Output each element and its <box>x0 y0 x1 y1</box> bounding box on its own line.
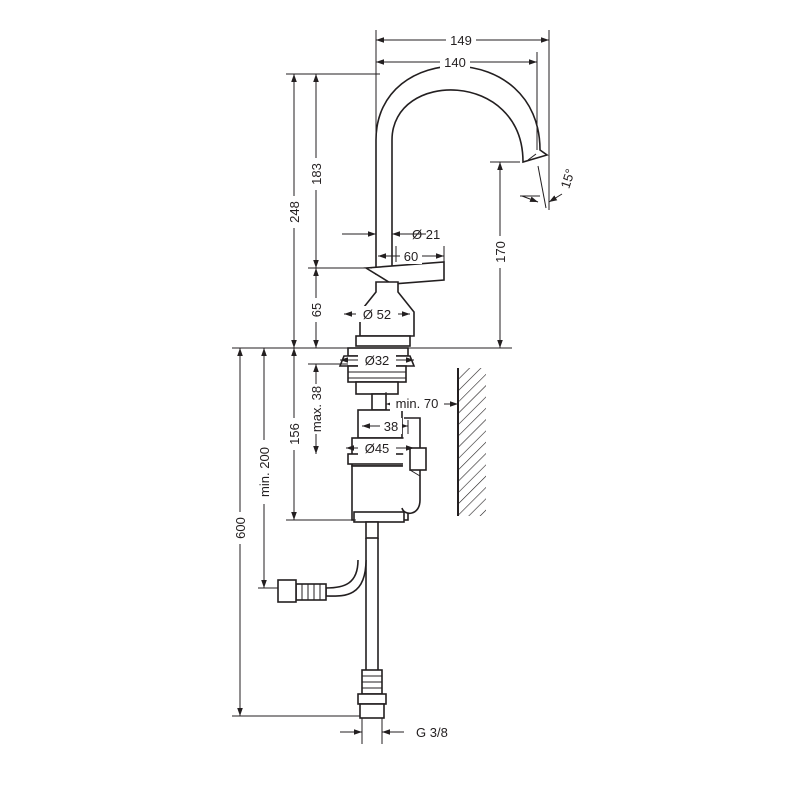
label-65: 65 <box>309 303 324 317</box>
under-counter-assembly <box>338 347 427 523</box>
dim-248: 248 <box>286 74 302 348</box>
label-min70: min. 70 <box>396 396 439 411</box>
dim-45: Ø45 <box>346 440 414 456</box>
dim-149: 149 <box>376 32 549 48</box>
label-max38: max. 38 <box>309 386 324 432</box>
dim-170: 170 <box>492 162 508 348</box>
dim-g38: G 3/8 <box>340 725 448 740</box>
label-15deg: 15° <box>558 167 578 190</box>
label-170: 170 <box>493 241 508 263</box>
dim-52: Ø 52 <box>344 306 410 322</box>
label-21: Ø 21 <box>412 227 440 242</box>
label-g38: G 3/8 <box>416 725 448 740</box>
label-min200: min. 200 <box>257 447 272 497</box>
supply-hoses <box>277 521 387 719</box>
dim-65: 65 <box>308 268 324 348</box>
label-149: 149 <box>450 33 472 48</box>
label-156: 156 <box>287 423 302 445</box>
dim-183: 183 <box>308 74 324 268</box>
dim-140: 140 <box>376 54 537 70</box>
label-60: 60 <box>404 249 418 264</box>
dim-15deg: 15° <box>521 165 578 209</box>
dim-max38: max. 38 <box>308 364 324 454</box>
dim-min70: min. 70 <box>386 395 458 411</box>
label-32: Ø32 <box>365 353 390 368</box>
dim-156: 156 <box>286 348 302 520</box>
wall <box>457 368 486 516</box>
label-140: 140 <box>444 55 466 70</box>
label-52: Ø 52 <box>363 307 391 322</box>
dim-38: 38 <box>362 418 408 434</box>
label-38: 38 <box>384 419 398 434</box>
label-183: 183 <box>309 163 324 185</box>
label-248: 248 <box>287 201 302 223</box>
dim-min200: min. 200 <box>256 348 272 588</box>
label-600: 600 <box>233 517 248 539</box>
dim-32: Ø32 <box>340 352 414 368</box>
label-45: Ø45 <box>365 441 390 456</box>
dim-60: 60 <box>378 248 444 264</box>
dim-21: Ø 21 <box>342 227 440 242</box>
faucet-spout <box>375 65 549 275</box>
dim-600: 600 <box>232 348 248 716</box>
